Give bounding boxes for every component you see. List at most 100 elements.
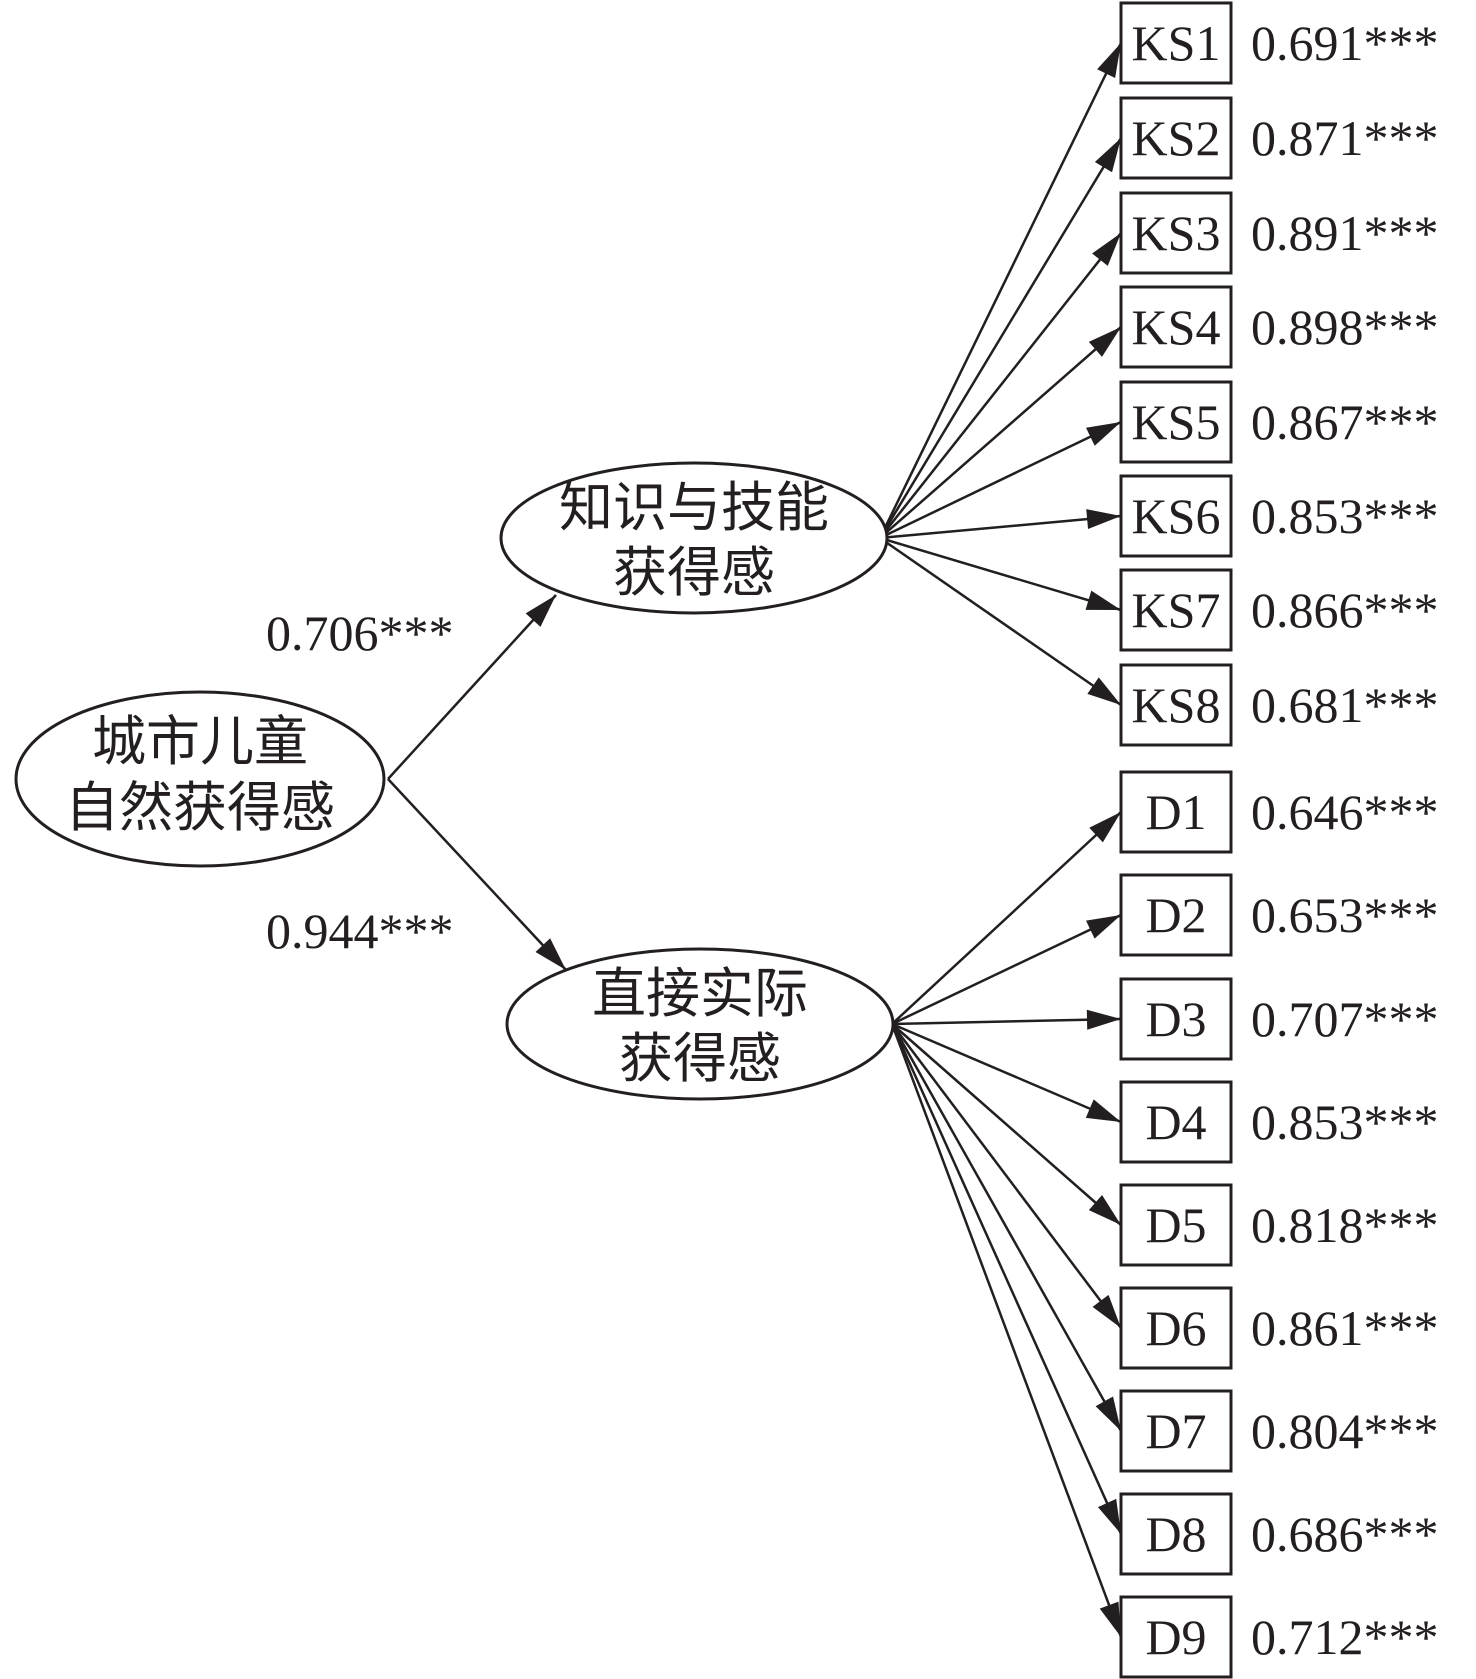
factor-ks-label-line2: 获得感: [613, 543, 775, 603]
loading-arrow-d7-arrowhead: [1095, 1396, 1121, 1431]
factor-ks-label-line1: 知识与技能: [559, 478, 829, 538]
path-root-to-ks: [387, 594, 557, 780]
indicator-label-d7: D7: [1145, 1403, 1206, 1459]
indicator-label-d9: D9: [1145, 1609, 1206, 1665]
loading-arrow-ks2: [878, 137, 1123, 539]
loading-value-d1: 0.646***: [1251, 784, 1439, 840]
loading-arrow-ks7: [879, 536, 1122, 612]
factor-d-node: 直接实际 获得感: [505, 947, 895, 1101]
indicator-box-ks6: [1119, 474, 1233, 558]
indicator-box-d8: [1119, 1492, 1233, 1576]
loading-arrow-d4-arrowhead: [1085, 1099, 1121, 1122]
indicator-label-d1: D1: [1145, 784, 1206, 840]
loading-arrow-ks3-arrowhead: [1092, 233, 1121, 266]
indicator-label-d2: D2: [1145, 887, 1206, 943]
loading-arrow-ks4-arrowhead: [1088, 327, 1121, 357]
loading-value-ks3: 0.891***: [1251, 205, 1439, 261]
factor-ks-node: 知识与技能 获得感: [499, 461, 889, 615]
factor-d-label-line1: 直接实际: [592, 964, 808, 1024]
edges-layer: [387, 42, 1123, 1638]
indicator-box-ks2: [1119, 96, 1233, 180]
indicator-box-ks5: [1119, 380, 1233, 464]
loading-arrow-d2-arrowhead: [1086, 915, 1121, 939]
loading-value-ks6: 0.853***: [1251, 488, 1439, 544]
loading-arrow-d5: [891, 1023, 1122, 1226]
path-coefficient-ks: 0.706***: [266, 605, 454, 661]
path-root-to-d-arrowhead: [535, 938, 566, 970]
loading-arrow-d1-arrowhead: [1089, 812, 1121, 843]
loading-arrow-ks6: [879, 514, 1122, 540]
indicator-label-ks7: KS7: [1132, 582, 1221, 638]
loading-arrow-d8: [890, 1023, 1123, 1535]
loading-arrow-ks8-arrowhead: [1087, 677, 1121, 705]
indicator-box-ks3: [1119, 191, 1233, 275]
loading-arrow-ks8: [879, 536, 1122, 707]
loading-arrow-d3: [891, 1017, 1122, 1026]
loading-arrow-ks6-arrowhead: [1086, 509, 1121, 530]
indicator-label-ks1: KS1: [1132, 15, 1221, 71]
loading-arrow-d4: [891, 1022, 1122, 1124]
loading-value-d2: 0.653***: [1251, 887, 1439, 943]
loading-arrow-d5-arrowhead: [1088, 1195, 1121, 1225]
indicator-label-d5: D5: [1145, 1197, 1206, 1253]
loading-value-d4: 0.853***: [1251, 1094, 1439, 1150]
loading-arrow-ks1: [878, 42, 1123, 539]
indicator-label-d6: D6: [1145, 1300, 1206, 1356]
indicator-label-ks5: KS5: [1132, 394, 1221, 450]
loading-value-ks5: 0.867***: [1251, 394, 1439, 450]
indicator-label-ks3: KS3: [1132, 205, 1221, 261]
root-latent-node: 城市儿童 自然获得感: [14, 690, 386, 868]
indicator-label-d3: D3: [1145, 991, 1206, 1047]
loading-arrow-d2: [891, 913, 1122, 1026]
indicator-label-ks4: KS4: [1132, 299, 1221, 355]
indicator-label-ks2: KS2: [1132, 110, 1221, 166]
loading-arrow-d1: [891, 811, 1122, 1025]
loading-value-ks8: 0.681***: [1251, 677, 1439, 733]
factor-d-label-line2: 获得感: [619, 1029, 781, 1089]
path-root-to-d: [387, 778, 567, 971]
loading-arrow-ks4: [879, 326, 1122, 539]
loading-arrow-ks1-arrowhead: [1097, 43, 1121, 78]
indicator-box-d7: [1119, 1389, 1233, 1473]
indicator-box-d4: [1119, 1080, 1233, 1164]
loading-arrow-ks5: [879, 420, 1122, 540]
indicator-label-ks6: KS6: [1132, 488, 1221, 544]
root-latent-label-line2: 自然获得感: [65, 778, 335, 838]
loading-arrow-ks7-arrowhead: [1085, 590, 1121, 610]
loading-arrow-d8-arrowhead: [1097, 1498, 1121, 1534]
loading-arrow-d9: [890, 1023, 1123, 1638]
loading-value-d9: 0.712***: [1251, 1609, 1439, 1665]
indicator-box-ks1: [1119, 1, 1233, 85]
loading-value-d6: 0.861***: [1251, 1300, 1439, 1356]
indicator-box-d6: [1119, 1286, 1233, 1370]
factor-d-ellipse: [505, 947, 895, 1101]
indicator-box-d3: [1119, 977, 1233, 1061]
indicator-label-d4: D4: [1145, 1094, 1206, 1150]
loading-value-d8: 0.686***: [1251, 1506, 1439, 1562]
root-latent-ellipse: [14, 690, 386, 868]
loading-arrow-d9-arrowhead: [1099, 1601, 1121, 1637]
loading-value-ks2: 0.871***: [1251, 110, 1439, 166]
loading-value-ks1: 0.691***: [1251, 15, 1439, 71]
loading-value-d3: 0.707***: [1251, 991, 1439, 1047]
indicator-box-d5: [1119, 1183, 1233, 1267]
indicator-box-d1: [1119, 770, 1233, 854]
indicator-box-ks4: [1119, 285, 1233, 369]
factor-ks-ellipse: [499, 461, 889, 615]
loading-arrow-d6: [891, 1023, 1122, 1329]
indicator-box-d2: [1119, 873, 1233, 957]
indicator-label-d8: D8: [1145, 1506, 1206, 1562]
indicator-box-ks7: [1119, 568, 1233, 652]
root-latent-label-line1: 城市儿童: [92, 712, 308, 772]
loading-arrow-ks5-arrowhead: [1086, 422, 1121, 446]
loading-value-ks7: 0.866***: [1251, 582, 1439, 638]
indicator-label-ks8: KS8: [1132, 677, 1221, 733]
loading-arrow-d6-arrowhead: [1092, 1294, 1121, 1328]
path-root-to-ks-arrowhead: [525, 595, 556, 627]
path-coefficient-d: 0.944***: [266, 903, 454, 959]
loading-arrow-d3-arrowhead: [1086, 1009, 1121, 1030]
loading-arrow-d7: [890, 1023, 1123, 1432]
loading-arrow-ks3: [879, 232, 1122, 539]
